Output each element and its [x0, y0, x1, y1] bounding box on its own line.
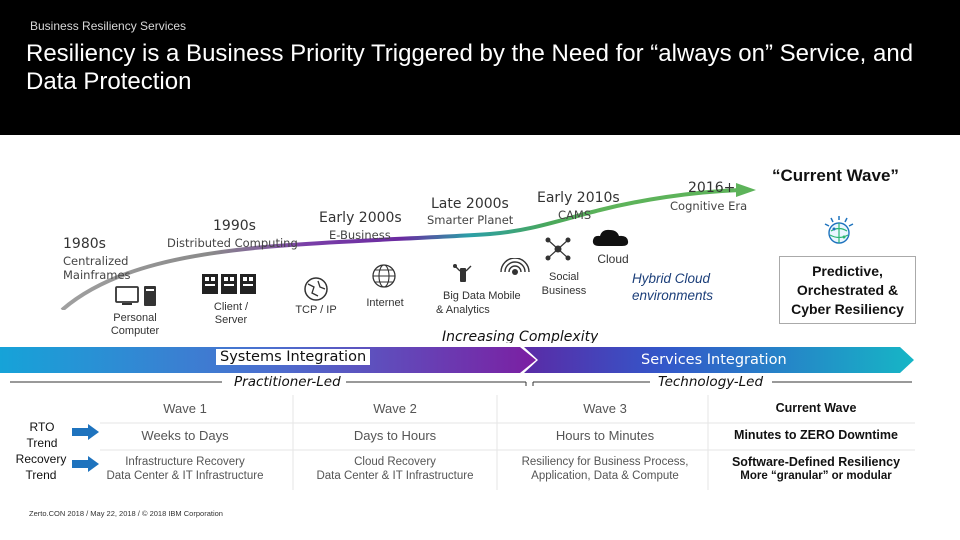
mobile-satellite-icon — [453, 264, 472, 282]
era-desc: Cognitive Era — [670, 199, 748, 213]
recovery-line1: Cloud Recovery — [354, 456, 436, 468]
recovery-wave-1: Infrastructure Recovery Data Center & IT… — [100, 455, 270, 483]
personal-computer-label: Personal Computer — [110, 312, 160, 337]
recovery-wave-3: Resiliency for Business Process, Applica… — [510, 455, 700, 483]
services-integration-label: Services Integration — [641, 352, 787, 368]
rto-wave-3: Hours to Minutes — [555, 428, 655, 443]
rto-wave-2: Days to Hours — [353, 428, 437, 443]
systems-integration-bar — [0, 347, 914, 386]
recovery-trend-label: Recovery Trend — [15, 452, 67, 482]
personal-computer-icon — [115, 286, 156, 306]
recovery-line2: Application, Data & Compute — [531, 470, 679, 482]
era-desc: Distributed Computing — [167, 236, 298, 250]
big-data-text: Big Data — [443, 290, 486, 302]
wave-3-header: Wave 3 — [583, 401, 627, 416]
rto-trend-label: RTO Trend — [26, 420, 58, 450]
recovery-line2: Data Center & IT Infrastructure — [316, 470, 474, 482]
rto-arrow-icon — [72, 424, 99, 440]
era-late-2000s: Late 2000s — [431, 196, 509, 212]
rto-wave-1: Weeks to Days — [141, 428, 229, 443]
header-banner: Business Resiliency Services Resiliency … — [0, 0, 960, 135]
era-1990s: 1990s — [213, 218, 256, 234]
practitioner-led-label: Practitioner-Led — [234, 374, 341, 390]
rto-current-wave: Minutes to ZERO Downtime — [734, 428, 898, 442]
analytics-label: & Analytics — [436, 304, 490, 316]
internet-label: Internet — [366, 297, 404, 309]
systems-integration-label: Systems Integration — [216, 349, 371, 365]
era-year: Late 2000s — [431, 196, 509, 212]
table-dividers — [100, 395, 915, 490]
mobile-text: Mobile — [488, 290, 521, 302]
predictive-resiliency-box: Predictive, Orchestrated & Cyber Resilie… — [779, 256, 916, 324]
client-server-icon — [202, 274, 256, 294]
technology-led-label: Technology-Led — [658, 374, 764, 390]
wireless-signal-icon — [500, 258, 530, 275]
cloud-icon — [592, 229, 629, 246]
wave-2-header: Wave 2 — [373, 401, 417, 416]
era-year: 1990s — [213, 218, 256, 234]
social-business-label: Social Business — [541, 271, 587, 297]
era-year: Early 2000s — [319, 210, 402, 226]
section-kicker: Business Resiliency Services — [30, 19, 187, 33]
era-desc: E-Business — [329, 228, 391, 242]
footer-text: Zerto.CON 2018 / May 22, 2018 / © 2018 I… — [29, 509, 223, 518]
recovery-line1: Software-Defined Resiliency — [731, 455, 901, 469]
timeline-curve — [60, 183, 756, 310]
current-wave-header: Current Wave — [775, 401, 857, 415]
cognitive-brain-icon — [824, 216, 854, 244]
era-1980s: 1980s — [63, 236, 106, 252]
era-early-2000s: Early 2000s — [319, 210, 402, 226]
cloud-label: Cloud — [597, 252, 629, 266]
era-year: 1980s — [63, 236, 106, 252]
tcp-ip-label: TCP / IP — [295, 304, 337, 316]
current-wave-label: “Current Wave” — [772, 166, 899, 185]
client-server-label: Client / Server — [213, 301, 249, 326]
recovery-line1: Infrastructure Recovery — [125, 456, 245, 468]
globe-network-icon — [304, 277, 328, 301]
social-network-icon — [545, 237, 571, 261]
era-year: Early 2010s — [537, 190, 620, 206]
page-title: Resiliency is a Business Priority Trigge… — [26, 40, 914, 95]
recovery-line2: More “granular” or modular — [740, 470, 892, 482]
era-year: 2016+ — [688, 180, 736, 196]
increasing-complexity-label: Increasing Complexity — [442, 329, 599, 343]
era-early-2010s: Early 2010s — [537, 190, 620, 206]
era-desc: CAMS — [558, 208, 592, 222]
big-data-label: Big Data Mobile — [443, 290, 521, 303]
hybrid-cloud-label: Hybrid Cloud environments — [632, 271, 714, 303]
internet-globe-icon — [372, 264, 396, 288]
era-desc: Centralized Mainframes — [63, 254, 131, 282]
recovery-wave-2: Cloud Recovery Data Center & IT Infrastr… — [305, 455, 485, 483]
recovery-line1: Resiliency for Business Process, — [521, 456, 689, 468]
era-desc: Smarter Planet — [427, 213, 514, 227]
wave-1-header: Wave 1 — [163, 401, 207, 416]
recovery-current-wave: Software-Defined Resiliency More “granul… — [716, 455, 916, 483]
recovery-arrow-icon — [72, 456, 99, 472]
recovery-line2: Data Center & IT Infrastructure — [106, 470, 264, 482]
era-2016: 2016+ — [688, 180, 735, 196]
